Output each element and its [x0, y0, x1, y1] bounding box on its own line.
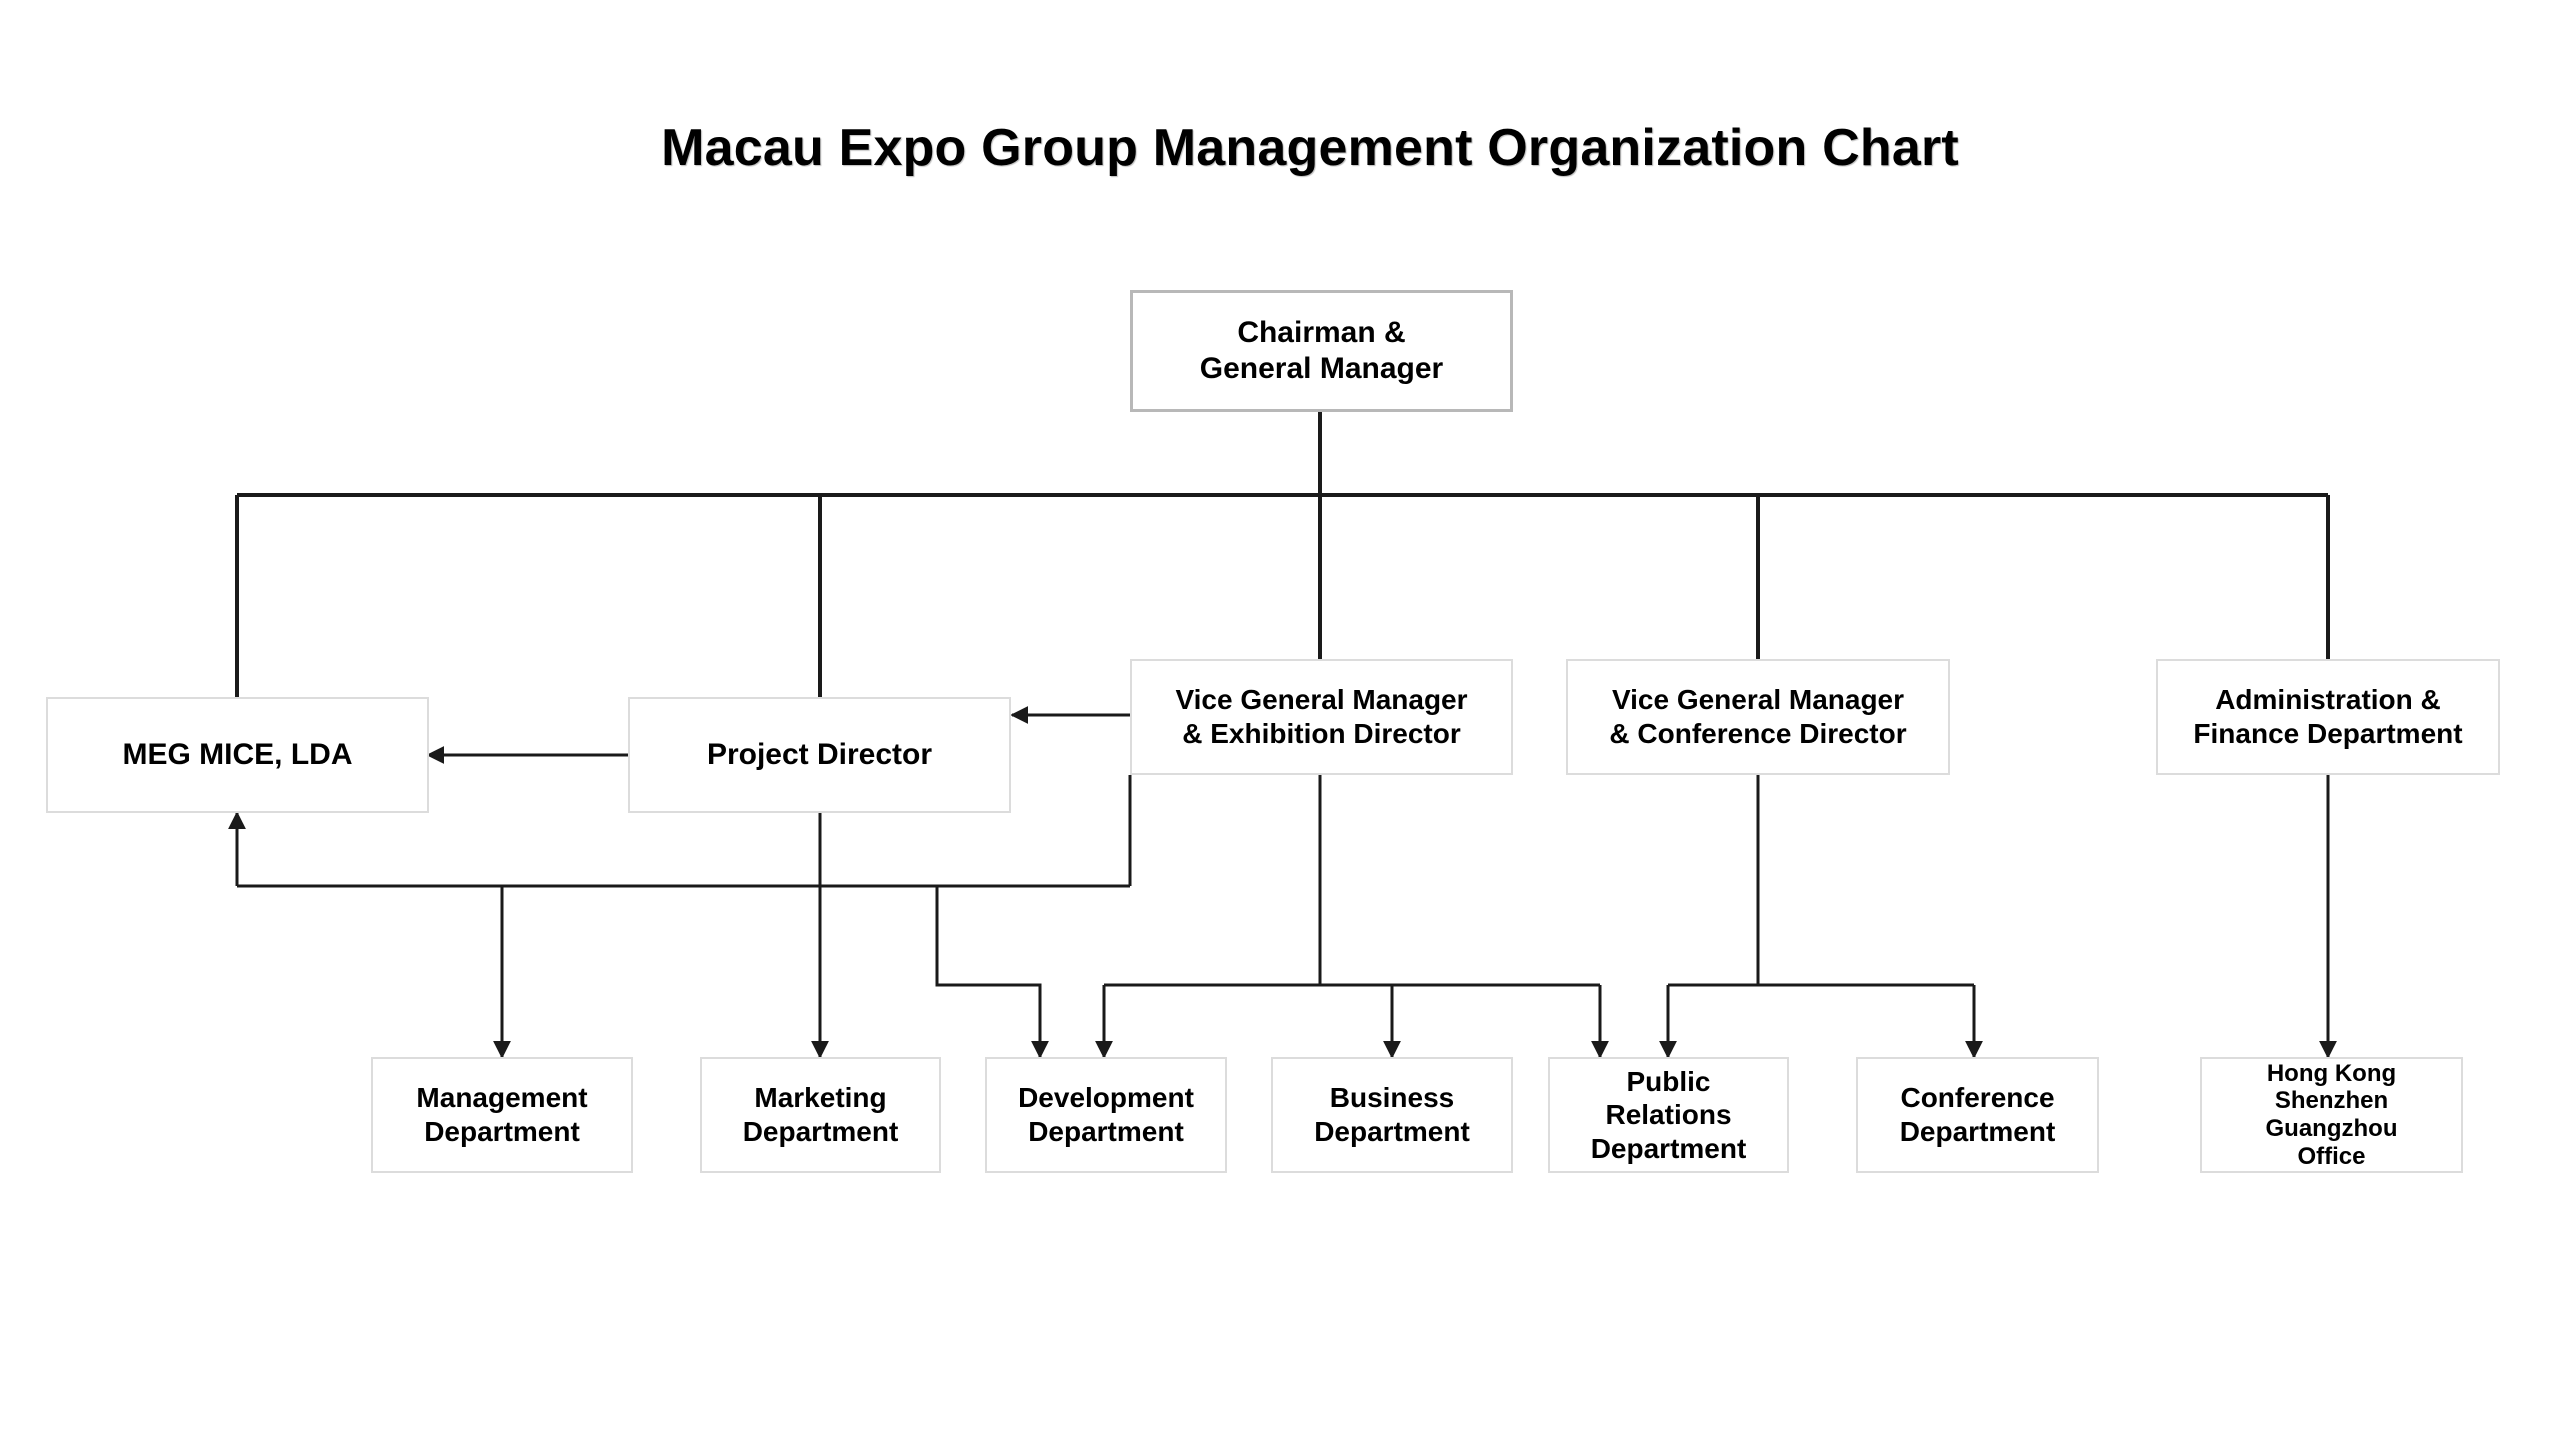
node-development-department: Development Department	[985, 1057, 1227, 1173]
node-label: Project Director	[706, 738, 933, 771]
node-label: Vice General Manager & Exhibition Direct…	[1175, 684, 1468, 749]
chart-title: Macau Expo Group Management Organization…	[661, 119, 1959, 177]
node-label: Vice General Manager & Conference Direct…	[1609, 684, 1907, 749]
node-vgm-conference-director: Vice General Manager & Conference Direct…	[1566, 659, 1950, 775]
node-label: Development Department	[1018, 1082, 1194, 1147]
node-label: Management Department	[416, 1082, 588, 1147]
node-label: Conference Department	[1899, 1082, 2056, 1147]
node-administration-finance: Administration & Finance Department	[2156, 659, 2500, 775]
arrow-to-development-left	[935, 886, 1049, 1059]
node-label: Marketing Department	[742, 1082, 899, 1147]
node-chairman-general-manager: Chairman & General Manager	[1130, 290, 1513, 412]
node-hk-sz-gz-office: Hong Kong Shenzhen Guangzhou Office	[2200, 1057, 2463, 1173]
node-label: Business Department	[1314, 1082, 1470, 1147]
node-label: Chairman & General Manager	[1199, 316, 1444, 385]
node-label: Hong Kong Shenzhen Guangzhou Office	[2265, 1059, 2398, 1170]
node-vgm-exhibition-director: Vice General Manager & Exhibition Direct…	[1130, 659, 1513, 775]
node-management-department: Management Department	[371, 1057, 633, 1173]
node-label: Public Relations Department	[1590, 1065, 1747, 1164]
node-label: Administration & Finance Department	[2193, 684, 2463, 749]
node-project-director: Project Director	[628, 697, 1011, 813]
node-meg-mice-lda: MEG MICE, LDA	[46, 697, 429, 813]
node-business-department: Business Department	[1271, 1057, 1513, 1173]
node-marketing-department: Marketing Department	[700, 1057, 941, 1173]
node-label: MEG MICE, LDA	[122, 738, 353, 771]
node-public-relations-department: Public Relations Department	[1548, 1057, 1789, 1173]
node-conference-department: Conference Department	[1856, 1057, 2099, 1173]
